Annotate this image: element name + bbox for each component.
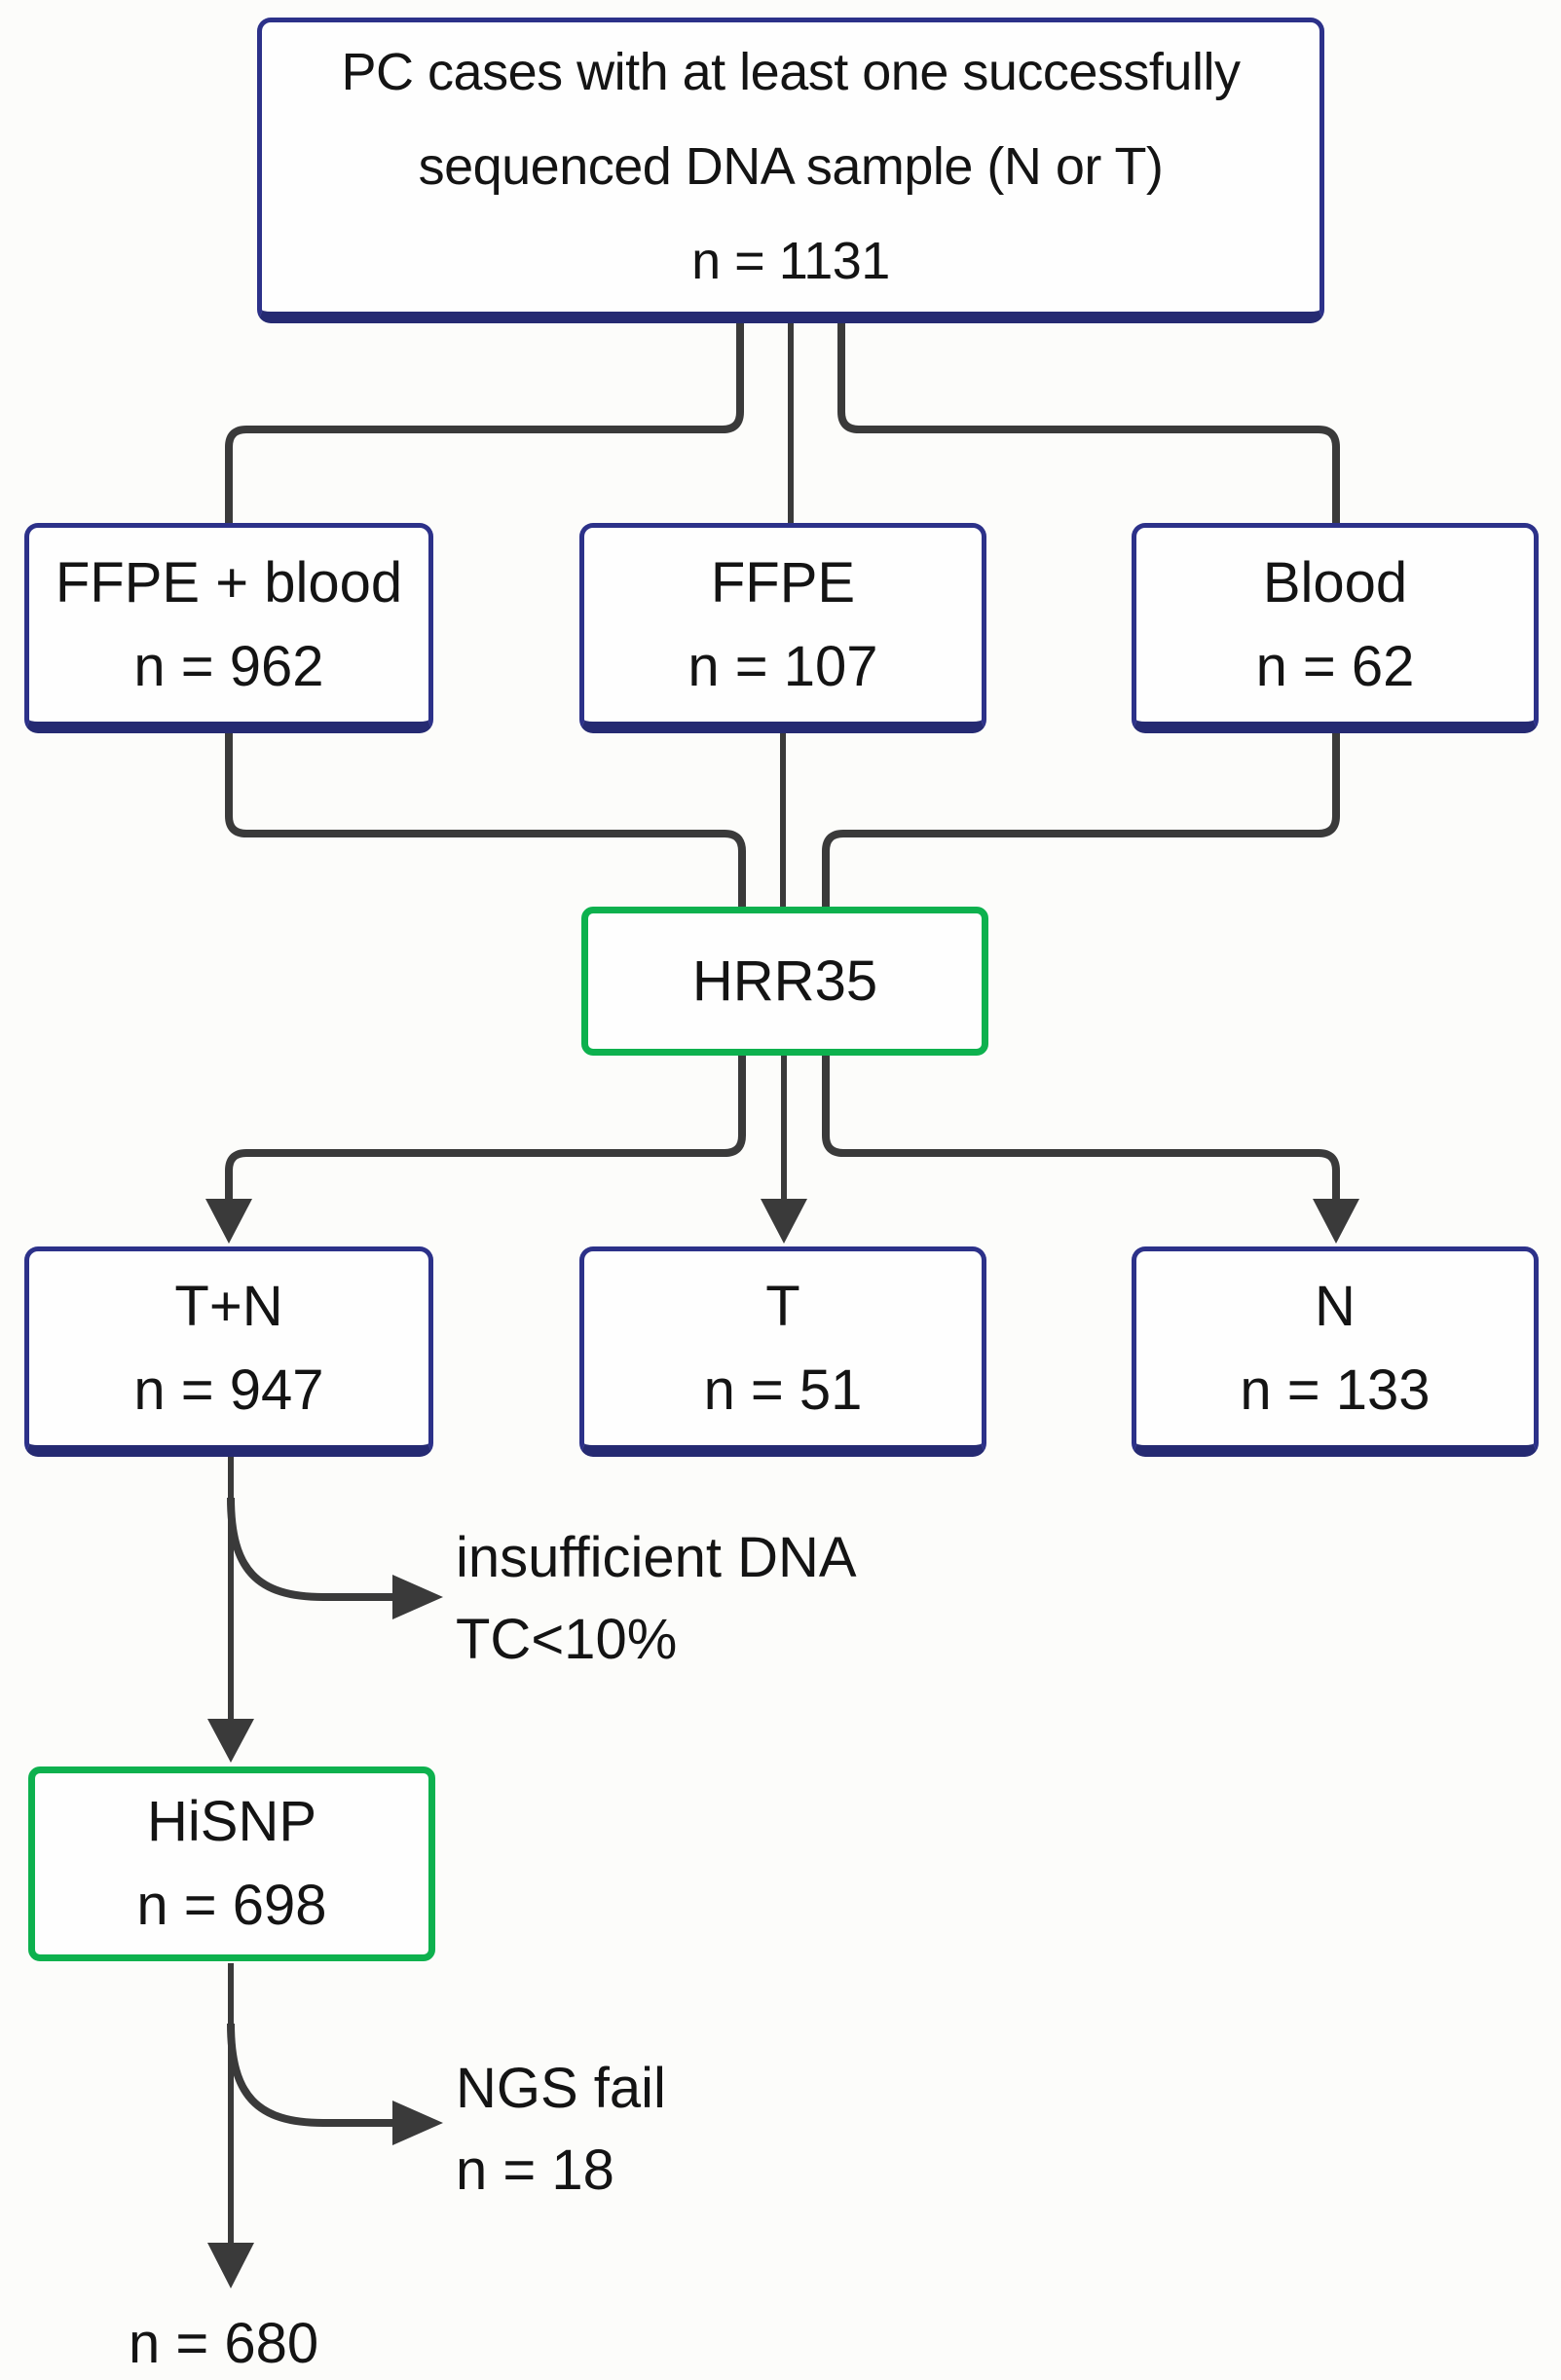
connector-ngs-fail-branch: [227, 2023, 393, 2127]
node-blood-count: n = 62: [1255, 634, 1415, 698]
label-insufficient-dna-line2: TC<10%: [456, 1608, 678, 1671]
node-blood-label: Blood: [1262, 550, 1408, 614]
label-insufficient-dna: insufficient DNA TC<10%: [456, 1517, 857, 1681]
node-top-count: n = 1131: [691, 232, 890, 290]
node-top-line2: sequenced DNA sample (N or T): [418, 137, 1164, 196]
connector-top-to-ffpe-blood: [225, 323, 744, 523]
node-t-plus-n-label: T+N: [174, 1274, 283, 1338]
label-insufficient-dna-line1: insufficient DNA: [456, 1526, 857, 1589]
node-top-line1: PC cases with at least one successfully: [341, 43, 1241, 101]
connector-hrr35-to-n: [822, 1056, 1340, 1202]
node-hisnp-label: HiSNP: [146, 1790, 317, 1853]
node-t-count: n = 51: [703, 1357, 863, 1422]
arrowhead-ngs-fail: [392, 2101, 443, 2145]
node-hrr35-label: HRR35: [691, 948, 878, 1013]
label-final-count: n = 680: [129, 2312, 319, 2375]
node-blood: Blood n = 62: [1132, 523, 1539, 733]
node-ffpe: FFPE n = 107: [579, 523, 986, 733]
node-n: N n = 133: [1132, 1246, 1539, 1457]
node-ffpe-count: n = 107: [688, 634, 878, 698]
label-ngs-fail-line1: NGS fail: [456, 2057, 666, 2120]
arrowhead-insufficient-dna: [392, 1575, 443, 1619]
label-ngs-fail: NGS fail n = 18: [456, 2048, 666, 2212]
node-t-plus-n-count: n = 947: [133, 1357, 324, 1422]
node-ffpe-blood: FFPE + blood n = 962: [24, 523, 433, 733]
node-n-count: n = 133: [1240, 1357, 1431, 1422]
node-n-label: N: [1315, 1274, 1356, 1338]
arrowhead-t: [761, 1199, 807, 1244]
connector-hrr35-to-tn: [225, 1056, 746, 1202]
node-ffpe-label: FFPE: [710, 550, 856, 614]
node-hisnp: HiSNP n = 698: [28, 1766, 435, 1961]
node-top: PC cases with at least one successfully …: [257, 18, 1324, 323]
node-t-label: T: [765, 1274, 800, 1338]
node-hisnp-count: n = 698: [136, 1874, 327, 1937]
node-ffpe-blood-label: FFPE + blood: [55, 550, 403, 614]
connector-blood-to-hrr35: [822, 733, 1340, 907]
node-ffpe-blood-count: n = 962: [133, 634, 324, 698]
label-ngs-fail-line2: n = 18: [456, 2138, 614, 2202]
arrowhead-hisnp: [207, 1719, 254, 1763]
node-hrr35: HRR35: [581, 907, 988, 1056]
node-t: T n = 51: [579, 1246, 986, 1457]
arrowhead-tn: [205, 1199, 252, 1244]
arrowhead-final: [207, 2243, 254, 2288]
connector-ffpe-blood-to-hrr35: [225, 733, 746, 907]
arrowhead-n: [1313, 1199, 1359, 1244]
connector-top-to-blood: [837, 323, 1340, 523]
node-t-plus-n: T+N n = 947: [24, 1246, 433, 1457]
connector-insufficient-dna-branch: [227, 1497, 393, 1601]
